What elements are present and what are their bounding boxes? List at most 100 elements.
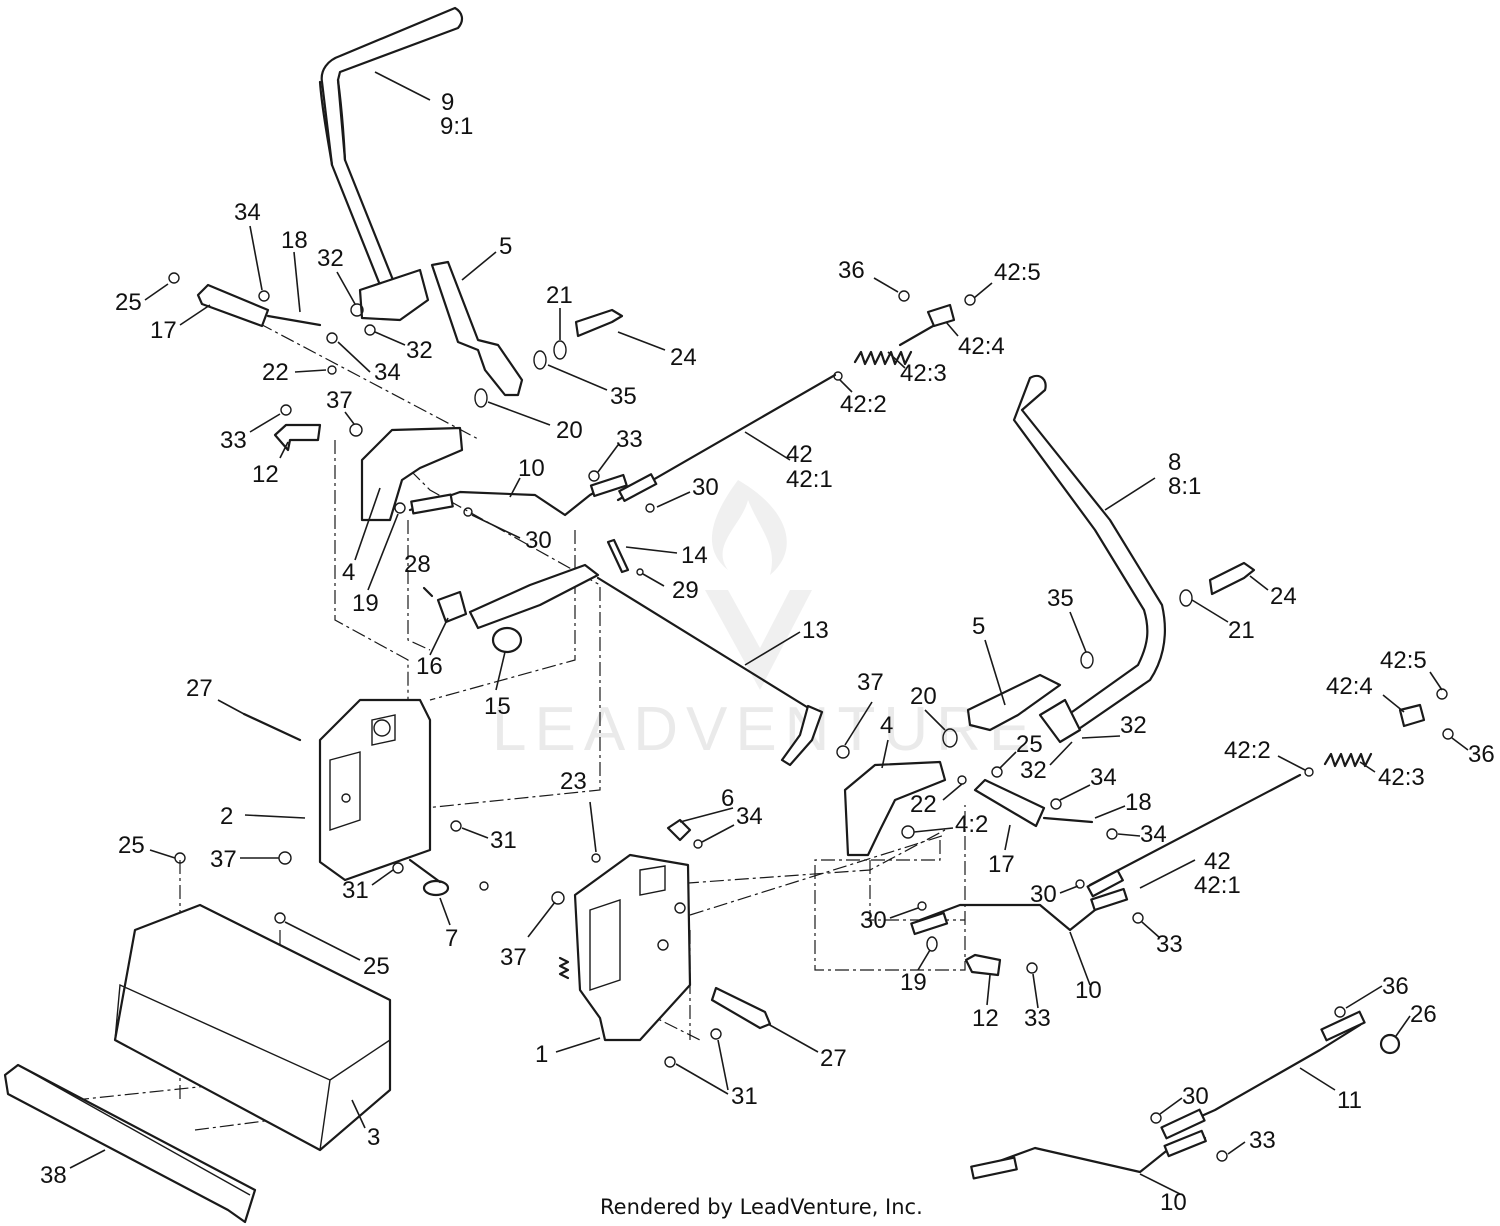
part-callout: 36 [1382, 973, 1409, 1000]
part-callout: 23 [560, 768, 587, 795]
part-callout: 32 [1020, 757, 1047, 784]
part-callout: 34 [1090, 764, 1117, 791]
leader-line [1139, 859, 1196, 889]
leader-line [495, 651, 506, 691]
leader-line [1049, 741, 1073, 766]
leader-line [374, 331, 406, 346]
part-callout: 15 [484, 693, 511, 720]
render-credit: Rendered by LeadVenture, Inc. [600, 1195, 923, 1219]
part-callout: 26 [1410, 1001, 1437, 1028]
nut-33 [1216, 1150, 1228, 1162]
bolt-30 [645, 503, 655, 513]
part-callout: 14 [681, 542, 708, 569]
bushing-19 [394, 502, 406, 514]
leader-line [461, 251, 497, 281]
spring-42-3-left [853, 350, 913, 366]
part-callout: 42 [786, 441, 813, 468]
washer-42-2 [833, 371, 843, 381]
part-callout: 42:3 [900, 360, 947, 387]
part-callout: 17 [150, 317, 177, 344]
part-callout: 20 [910, 683, 937, 710]
nut-37 [551, 891, 565, 905]
leader-line [1141, 921, 1161, 939]
leader-line [337, 341, 371, 373]
part-callout: 33 [1024, 1005, 1051, 1032]
part-callout: 42:4 [958, 333, 1005, 360]
phantom-line [619, 999, 701, 1041]
leader-line [675, 1063, 729, 1095]
rod-end-left [589, 473, 628, 498]
part-callout: 37 [857, 669, 884, 696]
leader-line [149, 849, 176, 859]
phantom-line [334, 440, 409, 700]
control-rod-42-right [1088, 773, 1302, 887]
leader-line [1191, 599, 1229, 623]
part-callout: 27 [186, 675, 213, 702]
angle-38-edge [17, 1064, 251, 1196]
part-callout: 22 [910, 791, 937, 818]
housing-hole [674, 902, 686, 914]
leader-line [873, 277, 899, 293]
bracket-12-right [964, 953, 1002, 977]
leader-line [1227, 1141, 1246, 1155]
part-callout: 33 [1249, 1127, 1276, 1154]
nut-36 [898, 290, 910, 302]
leader-line [744, 431, 791, 461]
leader-line [839, 379, 853, 393]
phantom-line [689, 834, 946, 916]
control-housing-1 [573, 853, 692, 1042]
part-callout: 9 [441, 89, 454, 116]
nut-42-5 [964, 294, 976, 306]
nut-42-5 [1436, 688, 1448, 700]
part-callout: 18 [281, 227, 308, 254]
leader-line [1277, 755, 1306, 771]
leader-line [1032, 973, 1039, 1009]
part-callout: 29 [672, 577, 699, 604]
leader-line [999, 751, 1017, 769]
part-callout: 19 [900, 969, 927, 996]
leader-line [144, 283, 169, 301]
part-callout: 2 [220, 803, 233, 830]
part-callout: 5 [499, 233, 512, 260]
leader-line [589, 801, 597, 853]
part-callout: 38 [40, 1162, 67, 1189]
part-callout: 8:1 [1168, 473, 1201, 500]
control-housing-2 [318, 698, 432, 882]
part-callout: 34 [1140, 821, 1167, 848]
nut-36 [1442, 728, 1454, 740]
pin-24-left [574, 308, 624, 338]
part-callout: 22 [262, 359, 289, 386]
nut-33 [1026, 962, 1038, 974]
leader-line [354, 487, 381, 561]
part-callout: 35 [1047, 585, 1074, 612]
leader-line [1059, 784, 1091, 801]
lever-bracket-5-left [430, 260, 524, 397]
watermark-logo-v [705, 590, 812, 690]
clip-28 [422, 586, 434, 598]
part-callout: 13 [802, 617, 829, 644]
part-callout: 3 [367, 1124, 380, 1151]
watermark-logo-flame [711, 480, 787, 575]
leader-line [597, 444, 619, 473]
leader-line [1069, 931, 1091, 986]
phantom-line [409, 469, 601, 809]
part-callout: 37 [326, 387, 353, 414]
swivel-42-4-right [1398, 703, 1426, 728]
leader-line [656, 491, 691, 508]
part-callout: 30 [1030, 881, 1057, 908]
part-callout: 17 [988, 851, 1015, 878]
part-callout: 42:5 [994, 259, 1041, 286]
lever-bracket-5-right [966, 673, 1062, 732]
leader-line [439, 897, 451, 926]
swivel-42-4-left [926, 303, 956, 328]
part-callout: 31 [731, 1083, 758, 1110]
washer-35 [533, 350, 547, 370]
leader-line [889, 907, 919, 919]
leader-line [371, 869, 394, 886]
part-callout: 10 [1160, 1189, 1187, 1216]
bolt-25 [274, 912, 286, 924]
leader-line [1359, 761, 1376, 773]
